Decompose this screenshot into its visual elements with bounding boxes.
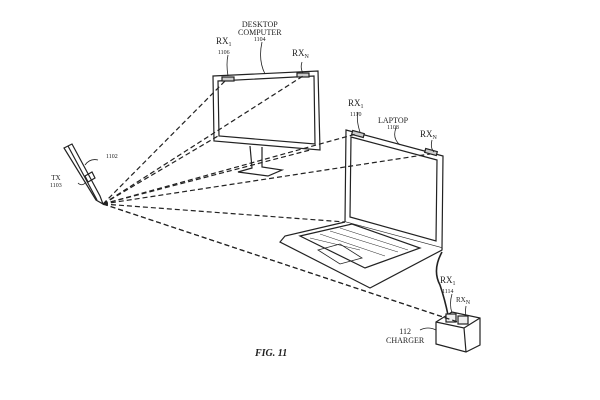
stylus-label: 1102 xyxy=(106,154,118,160)
charger xyxy=(419,293,481,353)
charger-rxn-label: RXN xyxy=(456,296,471,306)
laptop xyxy=(279,111,449,316)
signal-lines xyxy=(102,75,459,323)
desktop-monitor xyxy=(212,41,321,177)
figure-caption: FIG. 11 xyxy=(255,348,288,359)
desktop-rxn-label: RXN xyxy=(292,48,309,61)
stylus xyxy=(63,143,105,206)
laptop-rxn-label: RXN xyxy=(420,129,437,142)
